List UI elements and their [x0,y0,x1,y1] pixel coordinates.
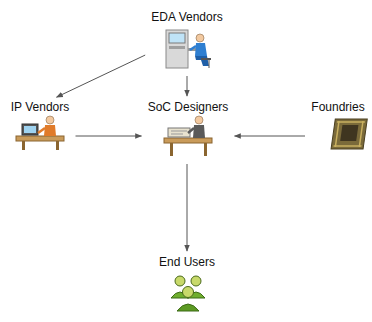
flow-arrow [187,76,188,96]
actor-node: IP Vendors [7,98,74,156]
developer-icon [16,116,64,150]
actor-node: Foundries [307,98,369,156]
actor-node: SoC Designers [144,98,233,162]
workstation-icon [166,30,211,68]
actor-label: EDA Vendors [151,10,223,24]
actor-node: EDA Vendors [147,8,227,74]
actor-label: Foundries [311,100,365,114]
flow-arrow [57,55,146,97]
flow-arrow [76,136,142,137]
actor-label: End Users [159,255,216,269]
flow-arrow [187,164,188,251]
users-icon [171,276,205,311]
actor-node: End Users [155,253,220,317]
actor-label: IP Vendors [11,100,70,114]
designer-icon [164,116,212,156]
flow-arrow [235,136,306,137]
chip-icon [331,119,367,149]
actor-label: SoC Designers [148,100,229,114]
